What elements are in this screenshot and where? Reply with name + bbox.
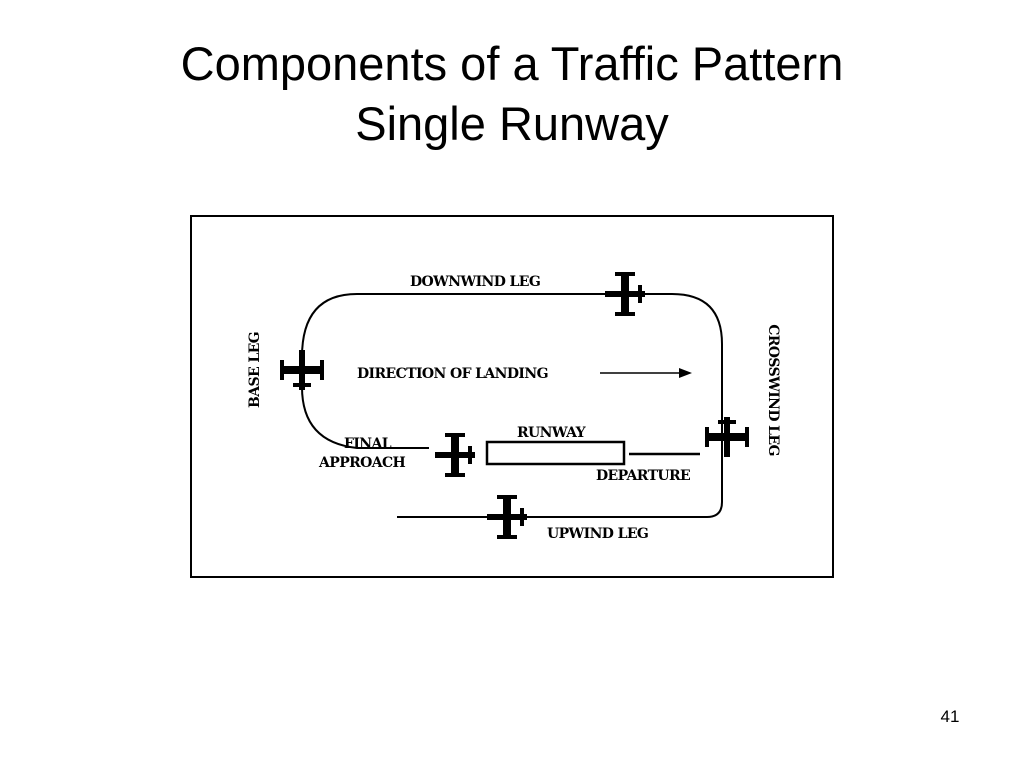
final-approach-label-line2: APPROACH xyxy=(318,455,406,471)
arrow-right-icon xyxy=(679,368,692,378)
airplane-icon xyxy=(487,495,527,539)
departure-label: DEPARTURE xyxy=(596,468,690,484)
downwind-leg-path xyxy=(357,293,723,518)
airplane-icon xyxy=(280,350,324,390)
runway-label: RUNWAY xyxy=(517,425,587,441)
airplane-icon xyxy=(705,417,749,457)
base-leg-label: BASE LEG xyxy=(247,332,263,408)
final-approach-label-line1: FINAL xyxy=(344,436,392,452)
crosswind-leg-label: CROSSWIND LEG xyxy=(765,324,781,456)
direction-of-landing-label: DIRECTION OF LANDING xyxy=(357,366,548,382)
title-line-2: Single Runway xyxy=(355,97,669,150)
title-line-1: Components of a Traffic Pattern xyxy=(180,37,844,90)
upwind-leg-label: UPWIND LEG xyxy=(547,526,648,542)
page-number: 41 xyxy=(940,707,960,726)
downwind-leg-label: DOWNWIND LEG xyxy=(410,274,540,290)
runway-strip xyxy=(485,440,626,466)
slide-title: Components of a Traffic Pattern Single R… xyxy=(0,34,1024,154)
airplane-icon xyxy=(605,272,645,316)
airplane-icon xyxy=(435,433,475,477)
traffic-pattern-diagram: DOWNWIND LEG DIRECTION OF LANDING BASE L… xyxy=(190,215,834,578)
